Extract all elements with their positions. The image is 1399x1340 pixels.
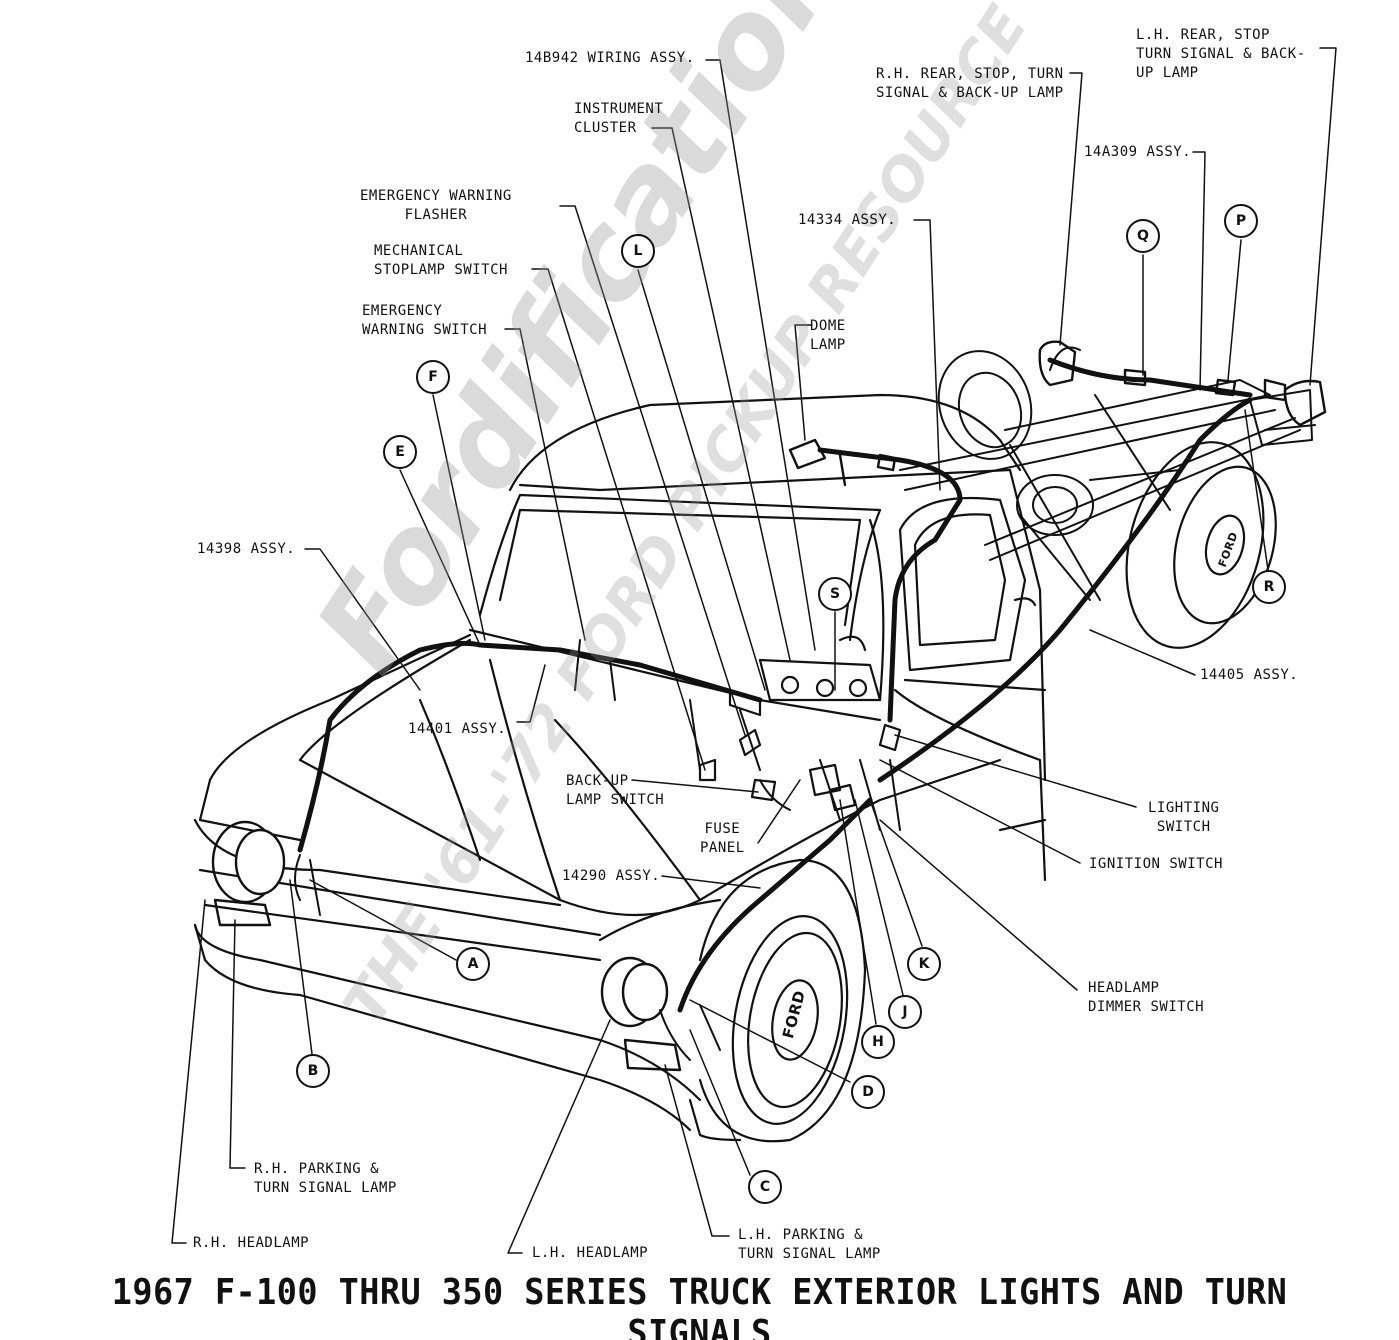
callout-e: E <box>383 435 417 469</box>
callout-q: Q <box>1126 219 1160 253</box>
label-instrument-cluster: INSTRUMENT CLUSTER <box>574 101 664 136</box>
label-lh-headlamp: L.H. HEADLAMP <box>532 1245 649 1261</box>
label-lh-rear-stop-turn-lamp: L.H. REAR, STOP TURN SIGNAL & BACK- UP L… <box>1136 27 1306 81</box>
label-lighting-switch: LIGHTING SWITCH <box>1148 800 1220 835</box>
label-14401-assy: 14401 ASSY. <box>408 721 507 737</box>
callout-d: D <box>851 1075 885 1109</box>
diagram-title: 1967 F-100 THRU 350 SERIES TRUCK EXTERIO… <box>111 1272 1288 1340</box>
callout-k: K <box>907 947 941 981</box>
label-14b942-wiring-assy: 14B942 WIRING ASSY. <box>525 50 695 66</box>
wiring-harness <box>297 357 1253 1013</box>
callout-p: P <box>1224 204 1258 238</box>
callout-j: J <box>888 995 922 1029</box>
rear-lamps-drawing <box>1038 340 1327 427</box>
label-rh-headlamp: R.H. HEADLAMP <box>193 1235 310 1251</box>
dome-lamp-drawing <box>788 438 897 487</box>
callout-f: F <box>416 360 450 394</box>
label-14290-assy: 14290 ASSY. <box>562 868 661 884</box>
callout-s: S <box>818 577 852 611</box>
label-fuse-panel: FUSE PANEL <box>700 821 745 856</box>
label-14405-assy: 14405 ASSY. <box>1200 667 1299 683</box>
label-14334-assy: 14334 ASSY. <box>798 212 897 228</box>
label-emergency-warning-flasher: EMERGENCY WARNING FLASHER <box>360 188 512 223</box>
lh-headlamp-drawing <box>600 956 682 1072</box>
label-mechanical-stoplamp-switch: MECHANICAL STOPLAMP SWITCH <box>374 243 508 278</box>
label-emergency-warning-switch: EMERGENCY WARNING SWITCH <box>362 303 488 338</box>
label-rh-parking-turn-lamp: R.H. PARKING & TURN SIGNAL LAMP <box>254 1161 397 1196</box>
callout-r: R <box>1252 570 1286 604</box>
callout-c: C <box>748 1170 782 1204</box>
callout-b: B <box>296 1054 330 1088</box>
callout-l: L <box>621 234 655 268</box>
rear-wheel-lh <box>1125 441 1277 649</box>
label-headlamp-dimmer-switch: HEADLAMP DIMMER SWITCH <box>1088 980 1205 1015</box>
label-rh-rear-stop-turn-lamp: R.H. REAR, STOP, TURN SIGNAL & BACK-UP L… <box>876 66 1064 101</box>
label-lh-parking-turn-lamp: L.H. PARKING & TURN SIGNAL LAMP <box>738 1227 881 1262</box>
leader-lines <box>171 47 1337 1254</box>
front-wheel-lh <box>698 858 867 1143</box>
callout-h: H <box>861 1025 895 1059</box>
rh-headlamp-drawing <box>211 820 286 927</box>
label-14398-assy: 14398 ASSY. <box>197 541 296 557</box>
label-back-up-lamp-switch: BACK-UP LAMP SWITCH <box>566 773 665 808</box>
label-ignition-switch: IGNITION SWITCH <box>1089 856 1223 872</box>
callout-a: A <box>456 947 490 981</box>
rear-axle <box>1016 469 1181 601</box>
cab <box>478 393 1047 882</box>
label-14a309-assy: 14A309 ASSY. <box>1084 144 1192 160</box>
label-dome-lamp: DOME LAMP <box>810 318 846 353</box>
instrument-cluster-drawing <box>698 635 902 812</box>
